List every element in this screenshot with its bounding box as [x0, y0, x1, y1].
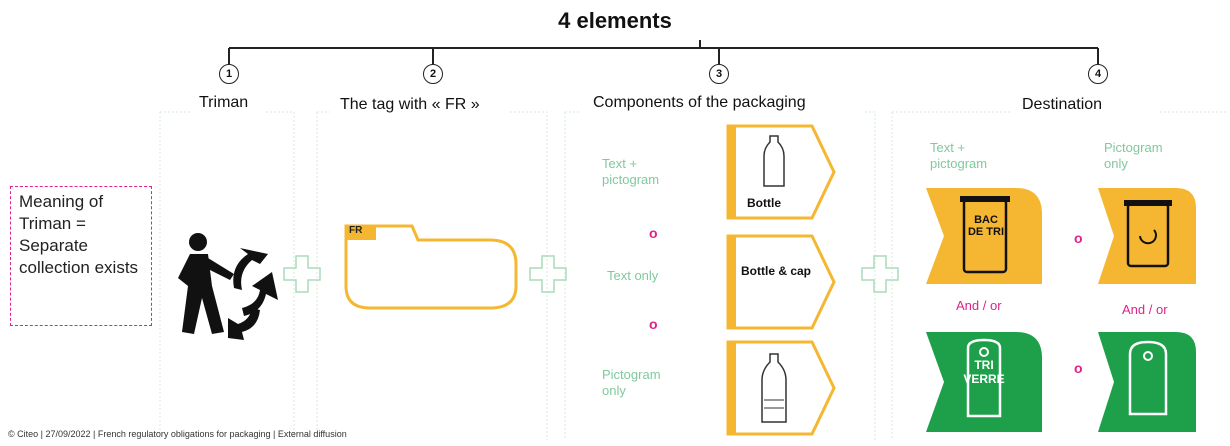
plus-icon-2 [529, 255, 567, 293]
bin-pictogram-tile [1098, 188, 1196, 284]
diagram-title: 4 elements [558, 8, 672, 33]
tri-verre-tile [926, 332, 1042, 432]
destination-pictogram-only-label: Pictogram only [1104, 140, 1163, 171]
section-number-1: 1 [219, 64, 239, 84]
fr-tag-shape [344, 224, 518, 310]
section-title-components: Components of the packaging [593, 94, 806, 111]
bottle-tag-shape [726, 124, 836, 220]
bottle-cap-label: Bottle & cap [741, 264, 812, 278]
and-or-label-1: And / or [956, 298, 1002, 313]
or-mark-destination-1: o [1074, 230, 1083, 246]
bottle-label: Bottle [747, 196, 781, 210]
components-text-only-label: Text only [607, 268, 659, 283]
section-title-destination: Destination [1022, 96, 1103, 113]
and-or-label-2: And / or [1122, 302, 1168, 317]
section-title-fr-tag: The tag with « FR » [340, 96, 480, 113]
copyright-icon: © [8, 429, 15, 439]
footer-text: © Citeo | 27/09/2022 | French regulatory… [8, 429, 347, 439]
or-mark-destination-2: o [1074, 360, 1083, 376]
bottle-pictogram-shape [726, 340, 836, 436]
glass-pictogram-tile [1098, 332, 1196, 432]
components-text-pictogram-label: Text + pictogram [602, 156, 660, 187]
bottle-cap-tag-shape [726, 234, 836, 330]
fr-tag-label: FR [349, 225, 363, 236]
components-pictogram-only-label: Pictogram only [602, 367, 661, 398]
section-number-3: 3 [709, 64, 729, 84]
triman-logo-icon [178, 233, 278, 340]
or-mark-components-1: o [649, 225, 658, 241]
plus-icon-1 [283, 255, 321, 293]
meaning-box: Meaning of Triman = Separate collection … [10, 186, 152, 326]
footer-label: Citeo | 27/09/2022 | French regulatory o… [17, 429, 347, 439]
or-mark-components-2: o [649, 316, 658, 332]
tri-verre-label: TRI VERRE [963, 358, 1005, 386]
section-number-4: 4 [1088, 64, 1108, 84]
plus-icon-3 [861, 255, 899, 293]
bac-de-tri-tile [926, 188, 1042, 284]
destination-text-pictogram-label: Text + pictogram [930, 140, 988, 171]
section-title-triman: Triman [199, 94, 249, 111]
section-number-2: 2 [423, 64, 443, 84]
bac-de-tri-label: BAC DE TRI [967, 214, 1005, 238]
